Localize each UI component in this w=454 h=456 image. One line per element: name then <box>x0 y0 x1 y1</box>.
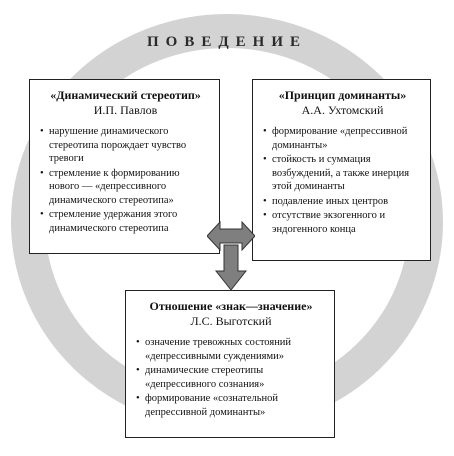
list-item: означение тревожных состояний «депрессив… <box>136 336 326 363</box>
pavlov-box-list: нарушение динамического стереотипа порож… <box>40 125 211 235</box>
list-item: стремление удержания этого динамического… <box>40 208 211 235</box>
list-item: формирование «депрессивной доминанты» <box>263 125 422 152</box>
list-item: формирование «сознательной депрессивной … <box>136 392 326 419</box>
list-item: отсутствие экзогенного и эндогенного кон… <box>263 209 422 236</box>
list-item: нарушение динамического стереотипа порож… <box>40 125 211 166</box>
ukhtomsky-box: «Принцип доминанты» А.А. Ухтомский форми… <box>252 79 431 261</box>
ukhtomsky-box-list: формирование «депрессивной доминанты» ст… <box>263 125 422 236</box>
arrow-down-icon <box>214 244 248 291</box>
ukhtomsky-box-author: А.А. Ухтомский <box>301 103 384 117</box>
vygotsky-box-list: означение тревожных состояний «депрессив… <box>136 336 326 419</box>
pavlov-box-title: «Динамический стереотип» <box>50 88 201 102</box>
list-item: стремление к формированию нового — «депр… <box>40 167 211 208</box>
list-item: подавление иных центров <box>263 195 422 209</box>
list-item: динамические стереотипы «депрессивного с… <box>136 364 326 391</box>
pavlov-box-author: И.П. Павлов <box>93 103 158 117</box>
pavlov-box: «Динамический стереотип» И.П. Павлов нар… <box>29 79 220 254</box>
connector-arrows <box>207 220 255 291</box>
behavior-ring-label: ПОВЕДЕНИЕ <box>146 34 307 50</box>
ukhtomsky-box-title: «Принцип доминанты» <box>278 88 407 102</box>
vygotsky-box-author: Л.С. Выготский <box>190 314 272 328</box>
vygotsky-box: Отношение «знак—значение» Л.С. Выготский… <box>125 290 335 438</box>
list-item: стойкость и суммация возбуждений, а такж… <box>263 153 422 194</box>
vygotsky-box-title: Отношение «знак—значение» <box>149 299 313 313</box>
double-arrow-horizontal-icon <box>207 220 255 252</box>
